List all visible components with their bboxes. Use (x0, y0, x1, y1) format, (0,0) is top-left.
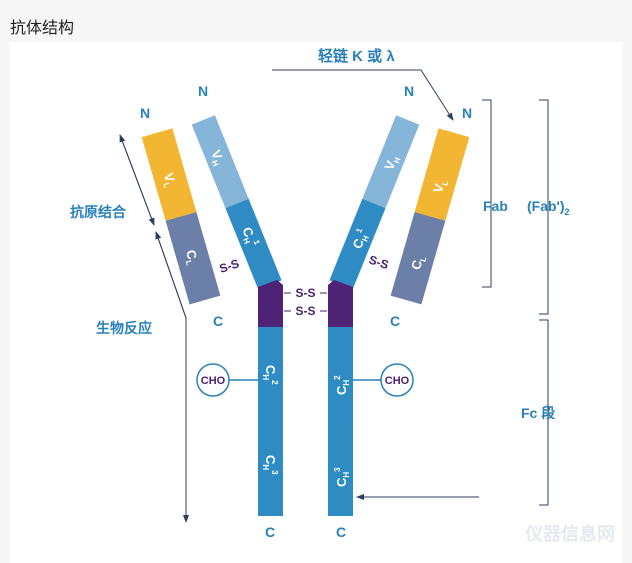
light-chain-label: 轻链 K 或 λ (318, 47, 395, 65)
left-light-heavy-disulfide: S-S (218, 256, 241, 275)
antigen-binding-label: 抗原结合 (70, 204, 127, 220)
fab-bracket (482, 99, 492, 288)
diagram-panel (10, 42, 622, 563)
right-ch3-domain (328, 421, 353, 516)
right-ch2-domain (328, 327, 353, 421)
c-terminal-right-light: C (390, 313, 400, 329)
svg-text:VL: VL (430, 177, 450, 195)
right-cho-label: CHO (385, 375, 410, 387)
right-cl-domain (390, 211, 446, 305)
right-ch1-domain (329, 198, 386, 290)
svg-text:CH2: CH2 (333, 375, 351, 395)
left-cho-circle (196, 363, 230, 397)
left-hinge (258, 280, 283, 327)
left-ch1-domain (225, 198, 282, 290)
page-title: 抗体结构 (10, 18, 75, 37)
left-vh-domain (191, 115, 249, 209)
right-cho-circle (380, 363, 414, 397)
fc-bracket (539, 319, 549, 506)
svg-text:VH: VH (381, 153, 402, 173)
svg-text:CH2: CH2 (261, 365, 279, 385)
light-chain-arrow (272, 69, 454, 121)
left-cho-label: CHO (201, 375, 226, 387)
n-terminal-left-heavy: N (198, 83, 208, 99)
fab-label: Fab (483, 198, 508, 214)
right-light-heavy-disulfide: S-S (367, 253, 390, 272)
left-ch2-domain (258, 327, 283, 421)
n-terminal-right-heavy: N (404, 83, 414, 99)
n-terminal-right-light: N (462, 105, 472, 121)
right-vh-domain (362, 115, 420, 209)
biological-response-label: 生物反应 (96, 320, 152, 336)
svg-text:CH3: CH3 (333, 467, 351, 487)
fc-label: Fc 段 (521, 405, 555, 421)
left-ch3-domain (258, 421, 283, 516)
svg-text:CH3: CH3 (261, 455, 279, 475)
c-terminal-left-heavy: C (265, 524, 275, 540)
hinge-disulfide-1: S-S (295, 286, 315, 300)
hinge-disulfide-2: S-S (295, 304, 315, 318)
fab2-bracket (539, 99, 549, 315)
watermark: 仪器信息网 (524, 523, 615, 545)
c-terminal-right-heavy: C (336, 524, 346, 540)
left-heavy-arm: VH CH1 (191, 115, 282, 290)
left-light-chain: VL CL (141, 128, 221, 305)
right-hinge (328, 280, 353, 327)
svg-text:CL: CL (408, 253, 428, 272)
left-cl-domain (165, 211, 221, 305)
n-terminal-left-light: N (140, 105, 150, 121)
right-vl-domain (414, 128, 470, 221)
fab2-label: (Fab')2 (527, 198, 570, 217)
svg-text:CH1: CH1 (349, 226, 373, 251)
right-heavy-arm: VH CH1 (329, 115, 420, 290)
right-light-chain: VL CL (390, 128, 470, 305)
c-terminal-left-light: C (213, 313, 223, 329)
left-vl-domain (141, 128, 197, 221)
